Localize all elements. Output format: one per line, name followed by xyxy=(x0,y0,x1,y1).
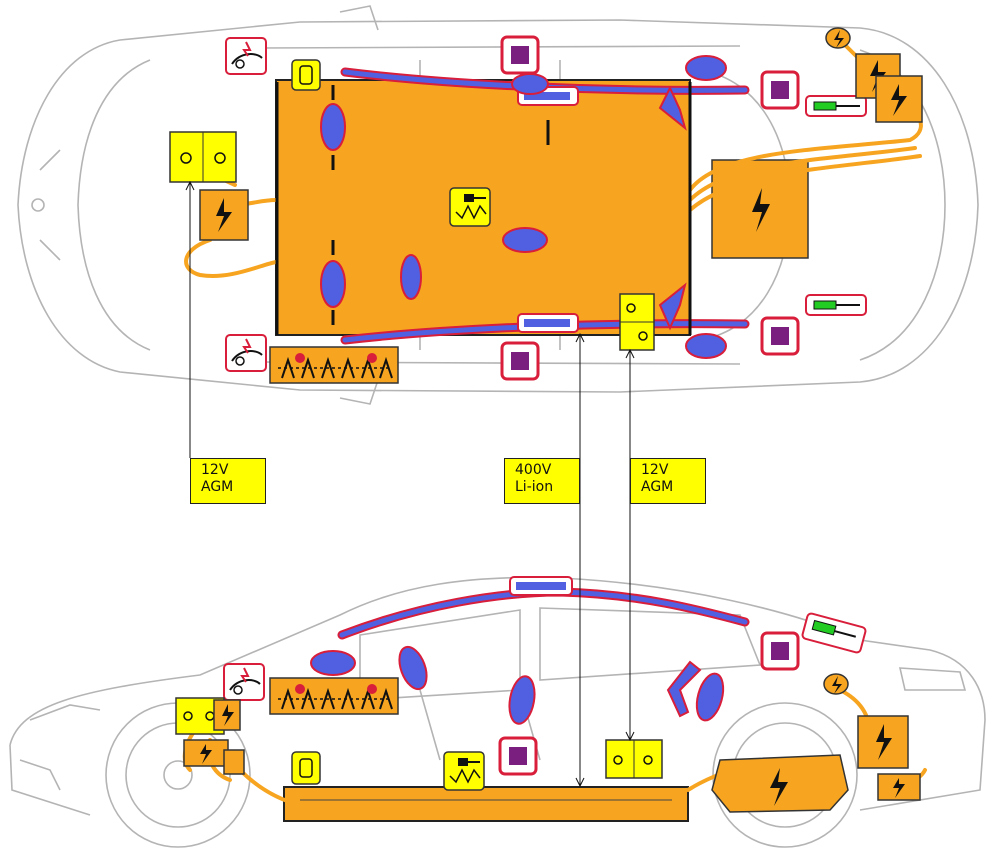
seat-rail-markers-top xyxy=(275,82,692,335)
front-hv-unit-top xyxy=(199,189,249,241)
leader-lines xyxy=(185,180,635,788)
battery-cutoff-top xyxy=(291,59,321,91)
hood-lifter-icons-top xyxy=(225,37,267,372)
gas-strut-side xyxy=(801,612,867,654)
label-12v-agm-front: 12V AGM xyxy=(190,458,266,504)
rear-12v-battery-top xyxy=(619,293,655,351)
seatbelt-pretensioner-strip-side xyxy=(269,677,399,715)
hv-battery-floor-side xyxy=(283,786,689,822)
front-12v-battery-top xyxy=(169,131,237,183)
airbags-side xyxy=(310,645,725,725)
airbag-modules-top xyxy=(500,35,800,381)
rear-motor-hv-icon xyxy=(752,188,770,232)
hood-lifter-icon-side xyxy=(223,663,265,701)
rear-12v-battery-side xyxy=(605,739,663,779)
rear-hv-components-top xyxy=(825,27,923,123)
hv-service-disconnect-side xyxy=(443,751,485,791)
front-hv-units-side xyxy=(183,699,245,775)
label-400v-li-ion-line2: Li-ion xyxy=(515,479,554,495)
label-12v-agm-rear-line1: 12V xyxy=(641,462,669,478)
label-12v-agm-front-line1: 12V xyxy=(201,462,229,478)
curtain-airbag-side xyxy=(337,576,750,640)
rear-hv-components-side xyxy=(823,673,921,801)
battery-cutoff-side xyxy=(291,751,321,785)
label-12v-agm-front-line2: AGM xyxy=(201,479,234,495)
hv-service-disconnect-top xyxy=(449,187,491,227)
airbag-modules-side xyxy=(498,631,800,776)
seatbelt-pretensioner-strip-top xyxy=(269,346,399,384)
airbags-top xyxy=(320,55,727,359)
label-12v-agm-rear-line2: AGM xyxy=(641,479,674,495)
gas-struts-top xyxy=(805,95,867,316)
label-12v-agm-rear: 12V AGM xyxy=(630,458,706,504)
label-400v-li-ion-line1: 400V xyxy=(515,462,552,478)
label-400v-li-ion: 400V Li-ion xyxy=(504,458,580,504)
